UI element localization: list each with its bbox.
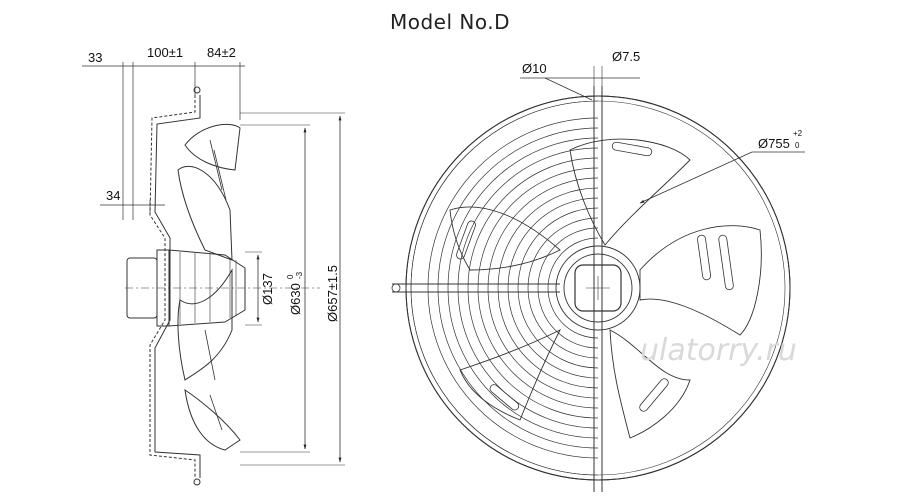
dim-impeller-dia: Ø630 0 -3 — [286, 271, 304, 315]
dim-flange-label: 84±2 — [207, 45, 236, 60]
dim-guard-tol-lower: 0 — [795, 141, 800, 150]
dim-impeller-tol-lower: -3 — [295, 271, 304, 279]
model-title: Model No.D — [389, 10, 510, 34]
dim-hole-label: Ø10 — [522, 61, 547, 76]
watermark-text: ulatorry.ru — [640, 333, 797, 368]
dim-overhang-label: 33 — [88, 50, 102, 65]
dim-hub-label: 34 — [106, 188, 120, 203]
dim-ring-dia-label: Ø657±1.5 — [325, 265, 340, 322]
dim-guard-dia-label: Ø755 — [758, 136, 790, 151]
dim-depth-label: 100±1 — [147, 45, 183, 60]
dim-impeller-dia-label: Ø630 — [288, 283, 303, 315]
dim-bolt-label: Ø7.5 — [612, 49, 640, 64]
front-view — [391, 66, 805, 492]
side-view — [82, 62, 345, 486]
dim-guard-tol-upper: +2 — [793, 129, 803, 138]
dim-motor-dia-label: Ø137 — [260, 273, 275, 305]
dim-guard-dia: Ø755 +2 0 — [758, 129, 803, 151]
dim-impeller-tol-upper: 0 — [286, 274, 295, 279]
